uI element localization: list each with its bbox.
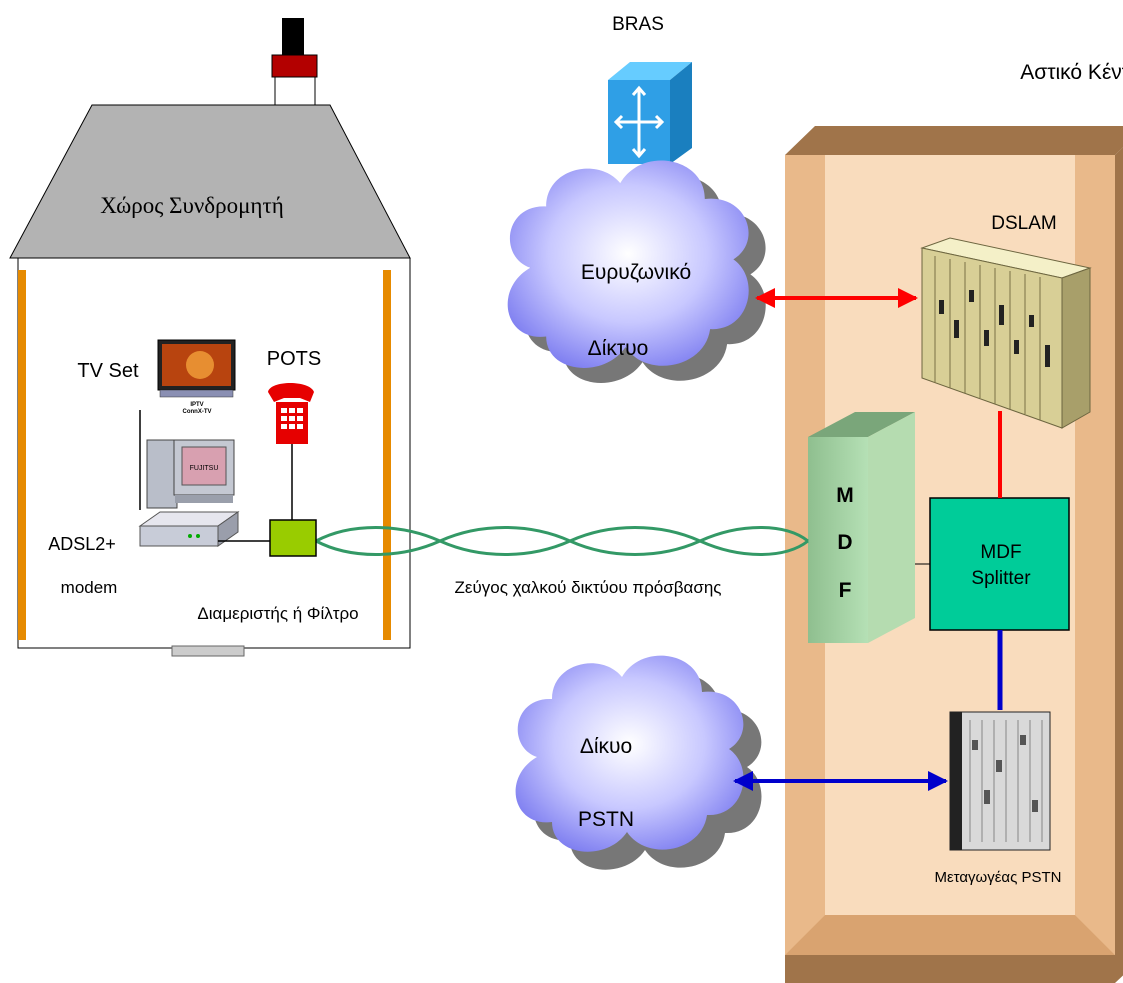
router-icon <box>608 62 692 164</box>
mdf-letter-d: D <box>837 531 852 554</box>
central-office-label: Αστικό Κέντρο <box>1020 61 1123 84</box>
pstn-switch-label: Μεταγωγέας PSTN <box>934 869 1061 886</box>
broadband-network-label: Ευρυζωνικό <box>581 261 691 284</box>
computer-icon: FUJITSU <box>146 439 235 509</box>
telephone-icon <box>268 383 314 444</box>
subscriber-house <box>9 18 411 657</box>
subscriber-premises-label: Χώρος Συνδρομητή <box>100 193 283 218</box>
equipment-rack-icon <box>920 237 1092 429</box>
computer-brand-label: FUJITSU <box>190 465 219 472</box>
switch-rack-icon <box>949 711 1051 851</box>
modem-icon <box>138 511 240 547</box>
copper-pair-link <box>315 526 809 556</box>
bras-label: BRAS <box>612 14 664 35</box>
iptv-box-label: IPTV <box>190 402 203 408</box>
mdf-letter-f: F <box>839 579 852 602</box>
mdf-letter-m: M <box>836 484 854 507</box>
mdf-splitter-box <box>929 497 1070 631</box>
splitter-filter-label: Διαμεριστής ή Φίλτρο <box>197 604 358 623</box>
pstn-network-cloud <box>515 655 762 870</box>
broadband-network-label-2: Δίκτυο <box>588 337 649 360</box>
iptv-box-label-2: ConnX-TV <box>183 409 212 415</box>
pstn-network-label: Δίκυο <box>580 735 632 758</box>
modem-label-2: modem <box>61 578 118 597</box>
copper-pair-label: Ζεύγος χαλκού δικτύου πρόσβασης <box>454 578 721 597</box>
pots-label: POTS <box>267 348 321 370</box>
filter-box <box>269 519 317 557</box>
pstn-network-label-2: PSTN <box>578 808 634 831</box>
mdf-frame <box>808 412 915 643</box>
dslam-label: DSLAM <box>991 213 1056 234</box>
mdf-splitter-label: MDF <box>980 542 1021 563</box>
tv-set-label: TV Set <box>77 360 139 382</box>
mdf-splitter-label-2: Splitter <box>971 568 1031 589</box>
modem-label: ADSL2+ <box>48 534 116 554</box>
tv-icon <box>157 339 236 398</box>
